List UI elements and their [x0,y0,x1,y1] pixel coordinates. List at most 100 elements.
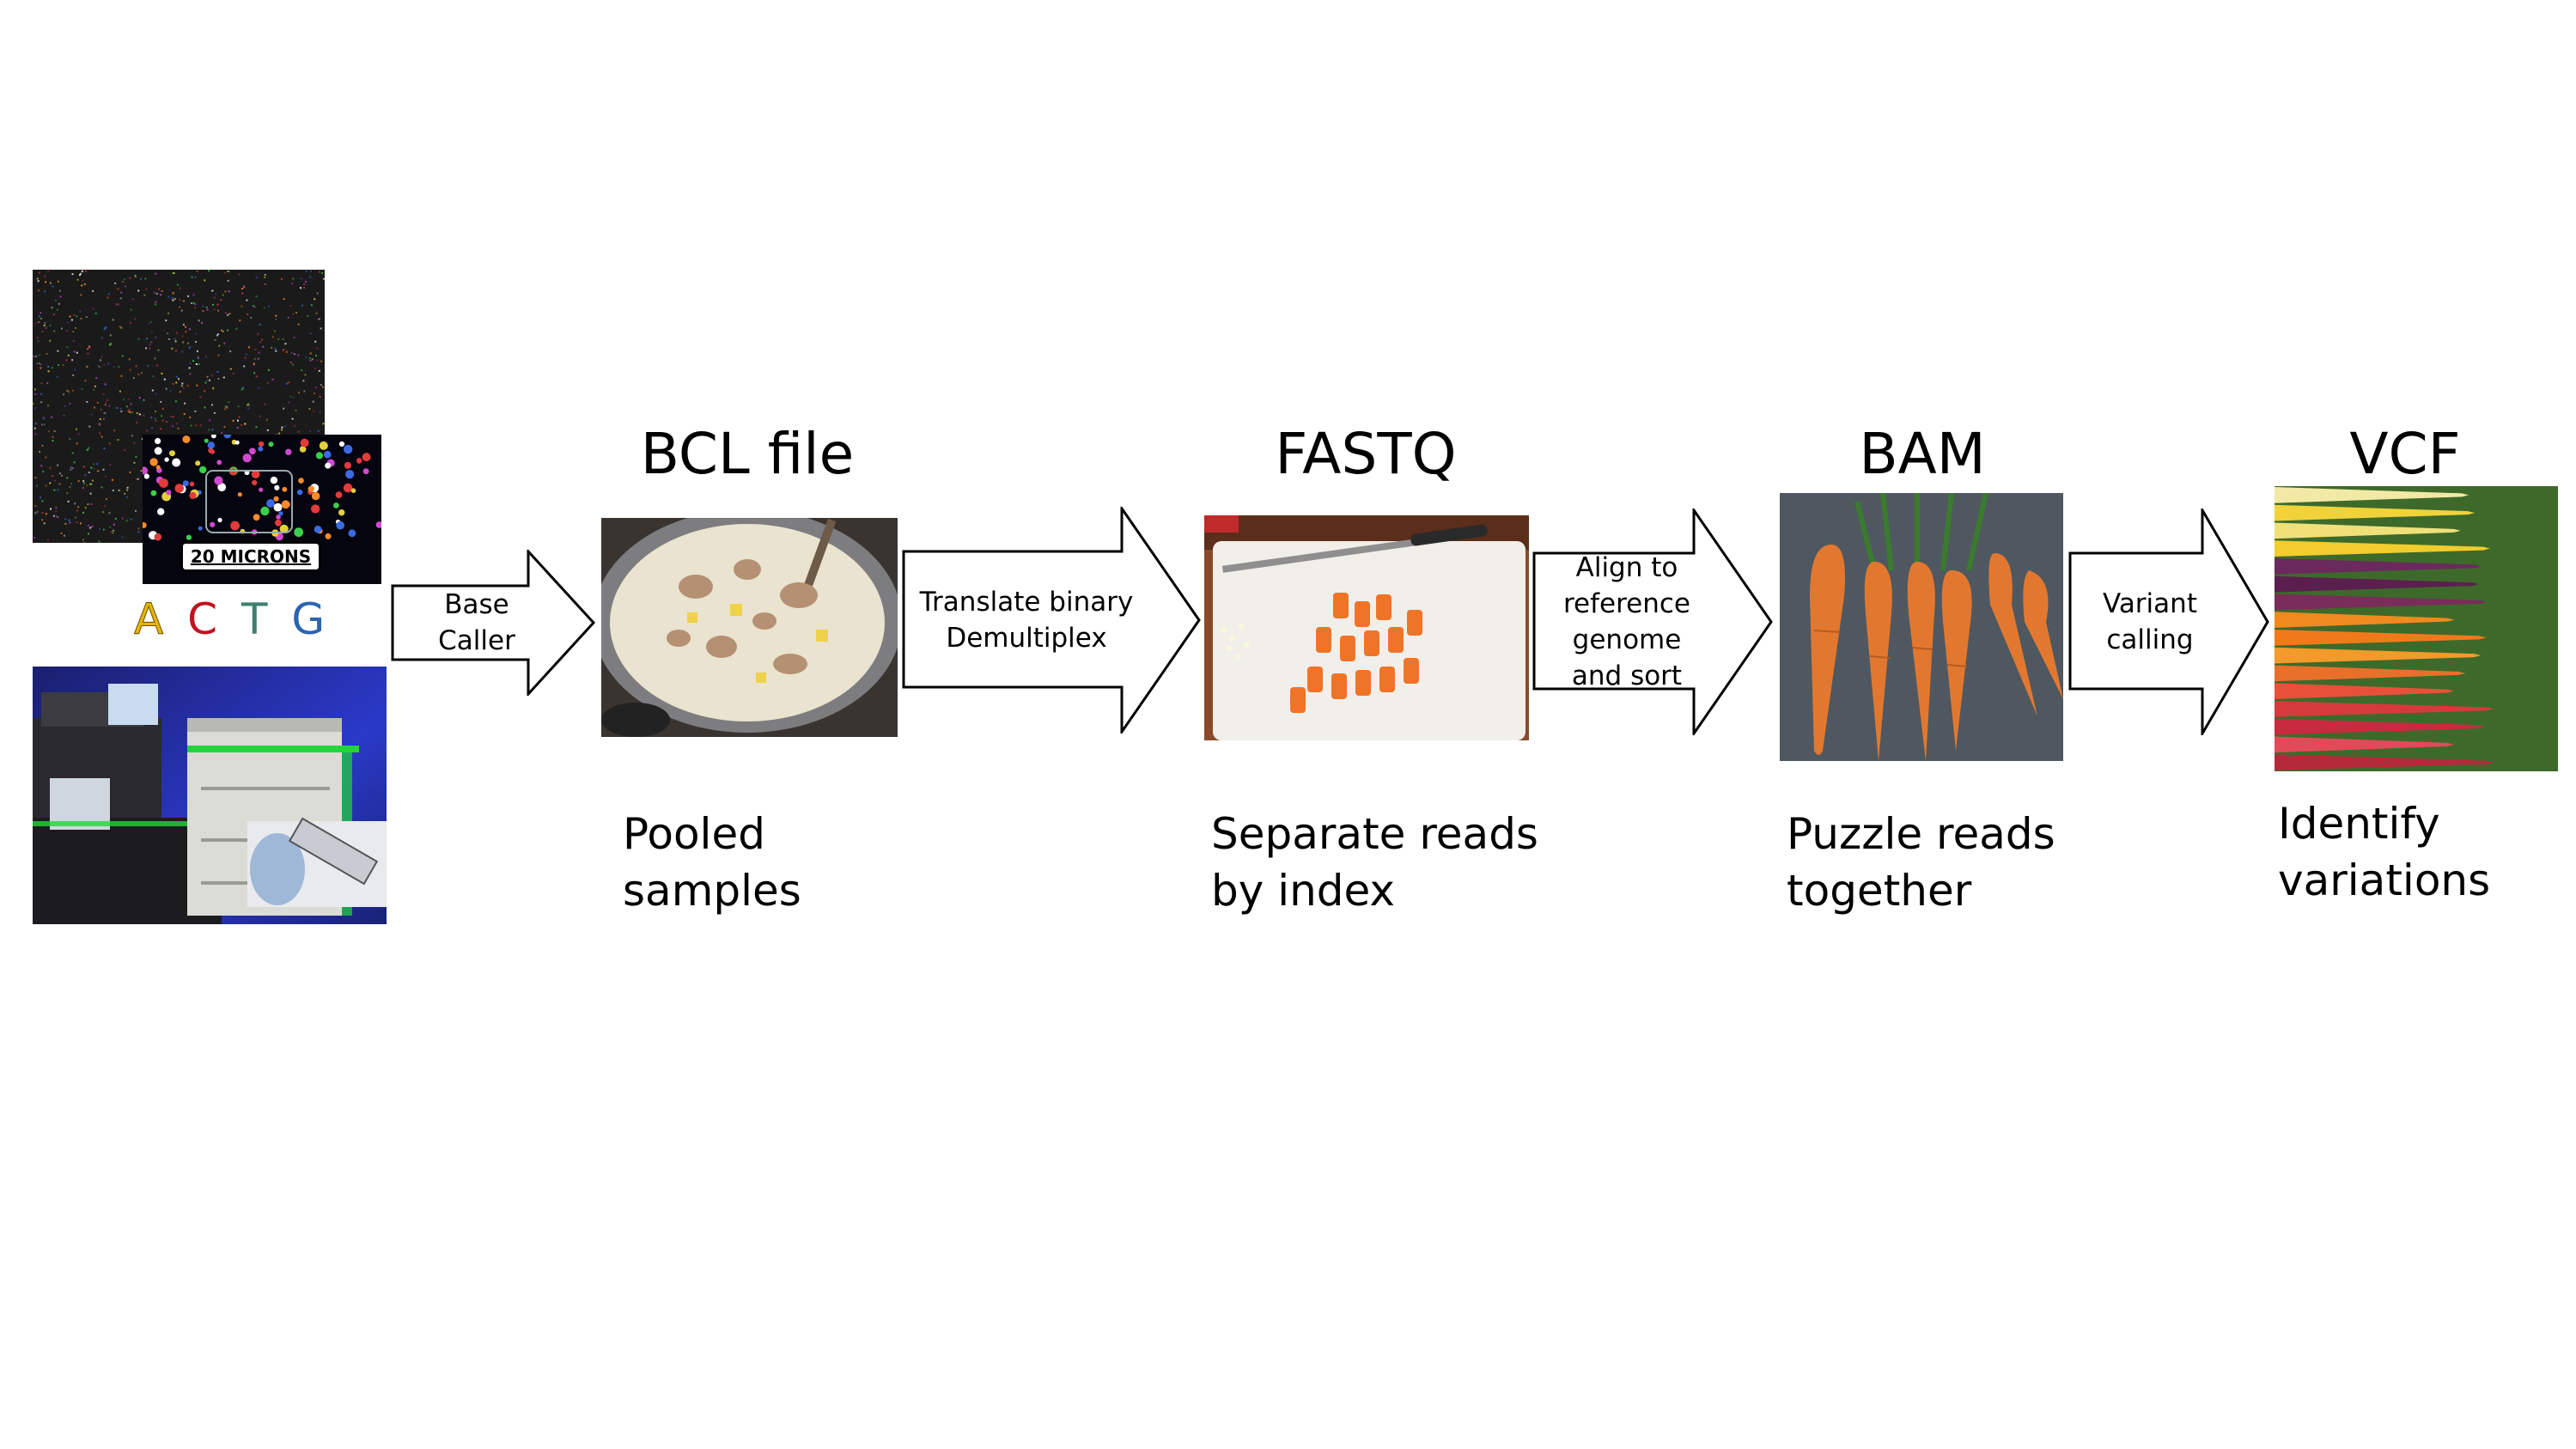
noise-dot [129,277,131,279]
cluster-dot [296,489,303,496]
noise-dot [217,354,220,356]
cluster-dot [258,441,265,447]
noise-dot [67,500,70,502]
noise-dot [170,416,173,418]
noise-dot [185,326,186,328]
noise-dot [104,327,107,330]
noise-dot [133,461,136,464]
noise-dot [248,346,250,349]
noise-dot [288,401,290,404]
noise-dot [71,452,74,454]
noise-dot [161,419,164,422]
noise-dot [137,478,139,480]
noise-dot [283,349,285,351]
noise-dot [250,316,253,319]
noise-dot [229,350,232,353]
cluster-dot [315,452,323,460]
noise-dot [49,282,52,284]
noise-dot [199,396,202,399]
noise-dot [104,384,107,386]
noise-dot [264,403,266,405]
noise-dot [291,417,294,420]
noise-dot [175,332,178,334]
noise-dot [52,475,54,478]
noise-dot [206,308,209,311]
cluster-dot [273,496,279,502]
caption-line: Identify [2278,799,2440,849]
noise-dot [87,447,89,450]
noise-dot [151,389,154,392]
noise-dot [211,404,213,406]
noise-dot [77,506,80,508]
noise-dot [68,519,70,521]
noise-dot [263,283,265,285]
noise-dot [213,308,216,311]
noise-dot [82,279,84,282]
noise-dot [309,430,312,432]
arrow-label-line: Variant [2103,588,2197,619]
noise-dot [123,399,125,401]
cluster-dot [294,527,304,538]
noise-dot [259,323,261,326]
cluster-dot [199,466,207,474]
noise-dot [314,340,317,343]
noise-dot [90,503,93,505]
noise-dot [39,450,41,453]
noise-dot [174,400,177,403]
noise-dot [44,322,46,325]
cluster-dot [149,458,158,466]
noise-dot [267,368,270,371]
noise-dot [192,360,194,362]
noise-dot [205,356,207,358]
noise-dot [322,386,325,388]
stage-caption-bcl: Pooled samples [623,806,801,919]
noise-dot [181,335,184,338]
noise-dot [181,350,184,353]
noise-dot [37,340,40,343]
noise-dot [171,296,174,299]
noise-dot [66,346,69,349]
carrot-shape [2275,558,2482,575]
noise-dot [81,388,83,390]
noise-dot [102,417,105,420]
noise-dot [174,338,176,340]
arrow-label-line: and sort [1571,661,1683,691]
noise-dot [244,356,247,359]
noise-dot [157,349,160,351]
noise-dot [124,449,126,452]
noise-dot [82,539,84,541]
noise-dot [316,347,319,350]
noise-dot [125,285,127,288]
noise-dot [204,390,206,393]
noise-dot [67,354,70,356]
noise-dot [35,484,38,487]
noise-dot [314,393,315,394]
cluster-dot [273,502,283,512]
noise-dot [188,367,191,369]
carrot-bunch-graphic [1780,493,2063,761]
cluster-dot [319,441,328,450]
arrow-label-line: Caller [438,625,515,656]
carrot-shape [2275,612,2455,628]
noise-dot [64,534,65,537]
noise-dot [40,317,42,320]
arrow-translate-demultiplex: Translate binary Demultiplex [902,507,1203,734]
cluster-dot [375,521,381,528]
noise-dot [227,271,229,272]
noise-dot [307,314,309,317]
stage-title-bcl: BCL file [640,421,855,487]
noise-dot [171,347,174,350]
noise-dot [56,308,58,311]
noise-dot [107,293,110,295]
noise-dot [204,381,207,384]
noise-dot [108,512,111,514]
noise-dot [103,328,106,331]
cluster-dot [143,522,147,528]
noise-dot [134,274,137,277]
noise-dot [52,440,54,442]
noise-dot [275,318,277,320]
noise-dot [107,296,109,299]
noise-dot [303,390,306,393]
noise-dot [47,405,50,407]
noise-dot [202,310,204,313]
